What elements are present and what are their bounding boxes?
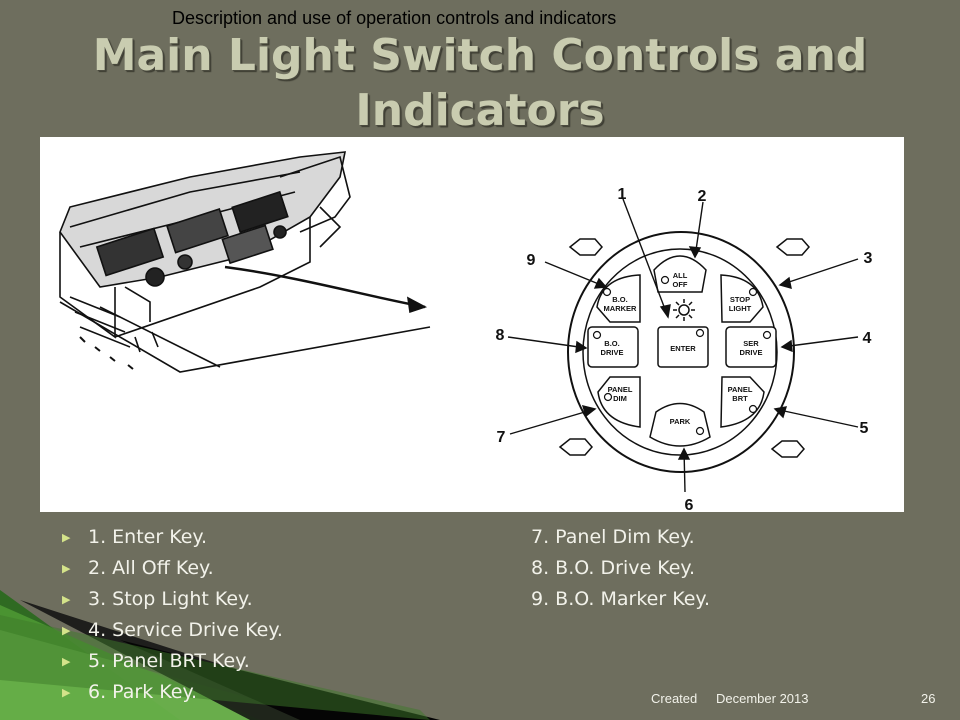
enter-label: ENTER	[670, 344, 696, 353]
svg-text:ALL: ALL	[673, 271, 688, 280]
enter-indicator	[695, 328, 705, 338]
panel-brt-label-2: BRT	[732, 394, 748, 403]
stop-light-label-1: STOP	[730, 295, 750, 304]
svg-text:5: 5	[860, 420, 869, 437]
callout-4: 4	[863, 330, 872, 347]
brightness-icon	[673, 299, 695, 321]
callout-6: 6	[685, 497, 694, 512]
triangle-right-icon: ▶	[62, 686, 71, 699]
svg-text:6: 6	[685, 497, 694, 512]
callout-3: 3	[864, 250, 873, 267]
list-item: ▶1. Enter Key.	[62, 522, 283, 553]
bo-drive-indicator	[592, 330, 602, 340]
stop-light-label-2: LIGHT	[729, 304, 752, 313]
svg-text:DRIVE: DRIVE	[601, 348, 624, 357]
enter-key[interactable]	[657, 326, 709, 368]
callout-leaders	[507, 198, 859, 493]
list-item: ▶2. All Off Key.	[62, 553, 283, 584]
list-item: ▶4. Service Drive Key.	[62, 615, 283, 646]
key-list-right: 7. Panel Dim Key. 8. B.O. Drive Key. 9. …	[531, 522, 710, 615]
svg-text:DRIVE: DRIVE	[740, 348, 763, 357]
svg-text:PANEL: PANEL	[728, 385, 753, 394]
svg-text:7: 7	[497, 429, 506, 446]
list-item: 8. B.O. Drive Key.	[531, 557, 695, 579]
svg-text:8: 8	[496, 327, 505, 344]
svg-text:DIM: DIM	[613, 394, 627, 403]
svg-text:MARKER: MARKER	[604, 304, 637, 313]
park-indicator	[695, 426, 705, 436]
svg-text:9: 9	[527, 252, 536, 269]
list-item: ▶3. Stop Light Key.	[62, 584, 283, 615]
list-item: 7. Panel Dim Key.	[531, 526, 695, 548]
bo-drive-label-1: B.O.	[604, 339, 619, 348]
list-item: 9. B.O. Marker Key.	[531, 588, 710, 610]
light-switch-diagram: ALL OFF STOP LIGHT SER DRIVE PANEL BRT P…	[40, 137, 904, 512]
panel-brt-label-1: PANEL	[728, 385, 753, 394]
svg-text:BRT: BRT	[732, 394, 748, 403]
panel-brt-indicator	[748, 404, 758, 414]
title-line-2: Indicators	[355, 85, 605, 136]
triangle-right-icon: ▶	[62, 593, 71, 606]
page-number: 26	[921, 691, 936, 706]
triangle-right-icon: ▶	[62, 655, 71, 668]
callout-5: 5	[860, 420, 869, 437]
panel-dim-label-2: DIM	[613, 394, 627, 403]
ser-drive-label-2: DRIVE	[740, 348, 763, 357]
park-label: PARK	[670, 417, 691, 426]
svg-text:STOP: STOP	[730, 295, 750, 304]
bo-marker-label-2: MARKER	[604, 304, 637, 313]
list-item: ▶6. Park Key.	[62, 677, 283, 708]
ser-drive-label-1: SER	[743, 339, 759, 348]
svg-text:B.O.: B.O.	[604, 339, 619, 348]
all-off-label-2: OFF	[673, 280, 688, 289]
bo-marker-indicator	[602, 287, 612, 297]
svg-text:3: 3	[864, 250, 873, 267]
callout-9: 9	[527, 252, 536, 269]
svg-text:SER: SER	[743, 339, 759, 348]
callout-8: 8	[496, 327, 505, 344]
triangle-right-icon: ▶	[62, 531, 71, 544]
panel-dim-label-1: PANEL	[608, 385, 633, 394]
list-item: ▶5. Panel BRT Key.	[62, 646, 283, 677]
svg-text:1: 1	[618, 186, 627, 203]
stop-light-indicator	[748, 287, 758, 297]
ser-drive-indicator	[762, 330, 772, 340]
bo-drive-label-2: DRIVE	[601, 348, 624, 357]
title-line-1: Main Light Switch Controls and	[92, 30, 868, 81]
panel-dim-indicator	[603, 392, 613, 402]
all-off-indicator	[660, 275, 670, 285]
park-key[interactable]	[649, 402, 711, 447]
dashboard-illustration	[59, 151, 431, 373]
switch-panel: ALL OFF STOP LIGHT SER DRIVE PANEL BRT P…	[496, 186, 873, 512]
header-subtitle: Description and use of operation control…	[172, 8, 617, 28]
svg-text:PARK: PARK	[670, 417, 691, 426]
svg-text:OFF: OFF	[673, 280, 688, 289]
callout-1: 1	[618, 186, 627, 203]
page-title: Main Light Switch Controls and Indicator…	[60, 28, 900, 138]
panel-dim-key[interactable]	[597, 376, 641, 428]
bo-marker-label-1: B.O.	[612, 295, 627, 304]
callout-2: 2	[698, 188, 707, 205]
key-list-left: ▶1. Enter Key. ▶2. All Off Key. ▶3. Stop…	[62, 522, 283, 708]
footer-date: December 2013	[716, 691, 809, 706]
triangle-right-icon: ▶	[62, 624, 71, 637]
panel-brt-key[interactable]	[720, 376, 765, 428]
footer-created: Created	[651, 691, 698, 706]
svg-text:B.O.: B.O.	[612, 295, 627, 304]
triangle-right-icon: ▶	[62, 562, 71, 575]
svg-text:ENTER: ENTER	[670, 344, 696, 353]
callout-7: 7	[497, 429, 506, 446]
svg-text:PANEL: PANEL	[608, 385, 633, 394]
all-off-label-1: ALL	[673, 271, 688, 280]
svg-text:2: 2	[698, 188, 707, 205]
svg-text:LIGHT: LIGHT	[729, 304, 752, 313]
svg-text:4: 4	[863, 330, 872, 347]
